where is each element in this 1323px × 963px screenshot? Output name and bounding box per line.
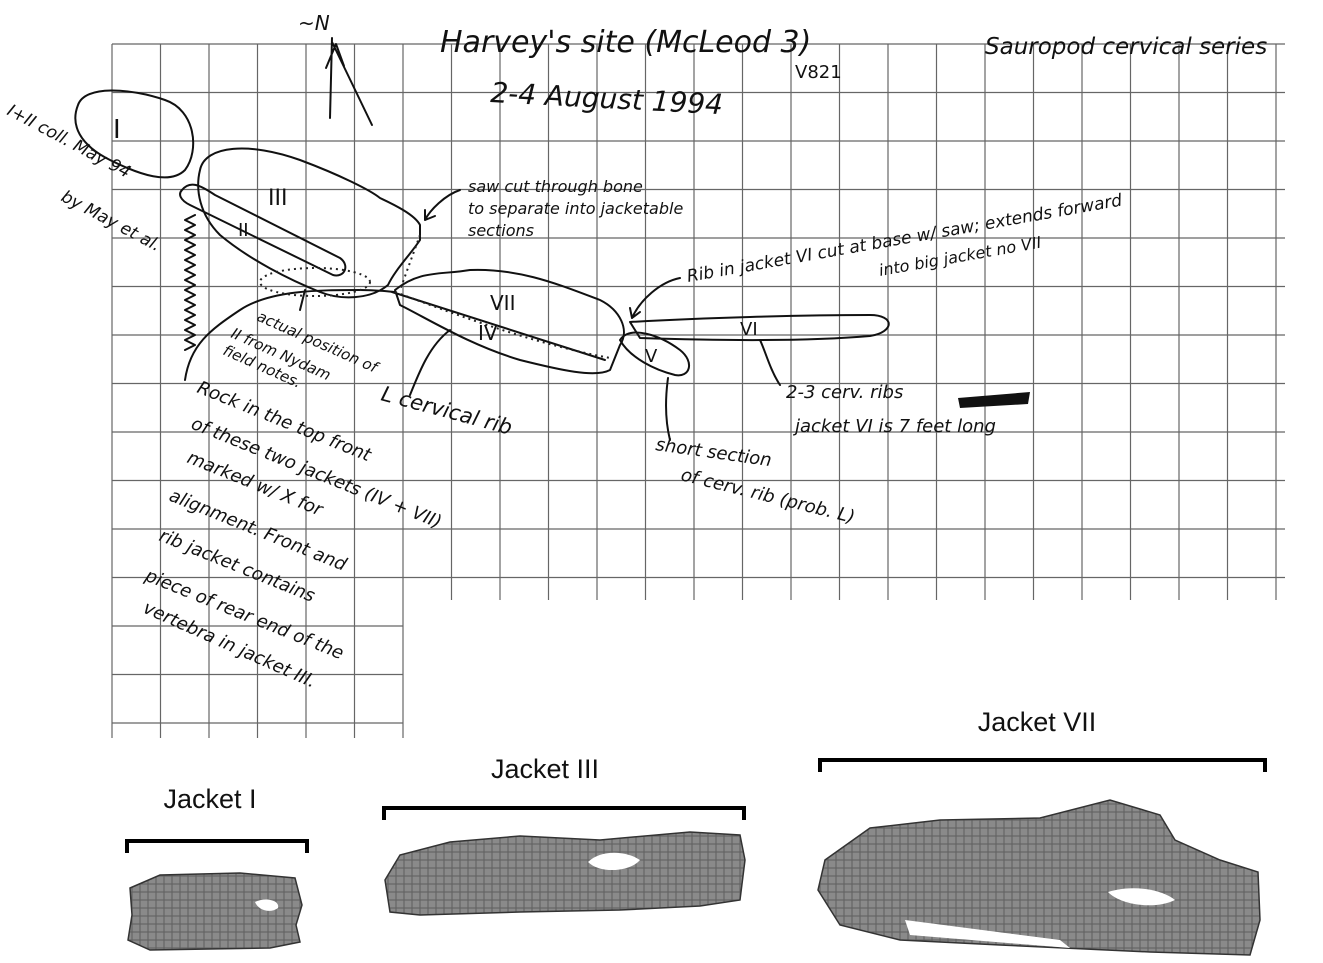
jacket-numeral-VI: VI xyxy=(740,319,758,340)
north-label: ~N xyxy=(298,11,330,35)
jacket-numeral-II: II xyxy=(238,220,249,241)
note-short-section-1: short section xyxy=(654,434,773,471)
bracket-jacket-VII xyxy=(820,760,1265,772)
scribble-mark xyxy=(958,392,1030,408)
photo-jacket-III xyxy=(385,832,745,915)
site-title: Harvey's site (McLeod 3) xyxy=(440,25,811,60)
excavation-date: 2-4 August 1994 xyxy=(490,76,724,121)
jacket-numeral-I: I xyxy=(113,115,121,145)
note-saw-cut-1: saw cut through bone xyxy=(468,177,643,196)
jacket-III-outline xyxy=(198,149,420,298)
jacket-II-outline xyxy=(180,185,345,276)
note-left-top2: by May et al. xyxy=(58,187,164,256)
jacket-VII-outline xyxy=(395,270,624,373)
label-jacket-VII: Jacket VII xyxy=(978,707,1097,737)
note-saw-cut-2: to separate into jacketable xyxy=(468,199,683,218)
jacket-numeral-V: V xyxy=(645,346,658,367)
north-arrow xyxy=(326,38,372,125)
photo-jacket-VII xyxy=(818,800,1260,955)
note-jacket-length: jacket VI is 7 feet long xyxy=(792,416,996,437)
bracket-jacket-III xyxy=(384,808,744,820)
photo-jacket-I xyxy=(128,873,302,950)
jacket-numeral-III: III xyxy=(268,186,287,211)
note-cerv-ribs: 2-3 cerv. ribs xyxy=(786,382,903,403)
jacket-VI-outline xyxy=(630,315,889,340)
jacket-numeral-IV: IV xyxy=(478,321,498,345)
spring-marks xyxy=(185,215,195,350)
series-subtitle: Sauropod cervical series xyxy=(985,34,1267,60)
note-saw-cut-3: sections xyxy=(468,221,534,240)
jacket-numeral-VII: VII xyxy=(490,291,515,315)
label-jacket-I: Jacket I xyxy=(163,784,256,814)
note-l-cervical-rib: L cervical rib xyxy=(379,382,515,440)
jacket-photos xyxy=(128,800,1260,955)
catalog-number: V821 xyxy=(795,62,842,83)
label-jacket-III: Jacket III xyxy=(491,754,599,784)
bracket-jacket-I xyxy=(127,841,307,853)
note-short-section-2: of cerv. rib (prob. L) xyxy=(679,464,857,528)
